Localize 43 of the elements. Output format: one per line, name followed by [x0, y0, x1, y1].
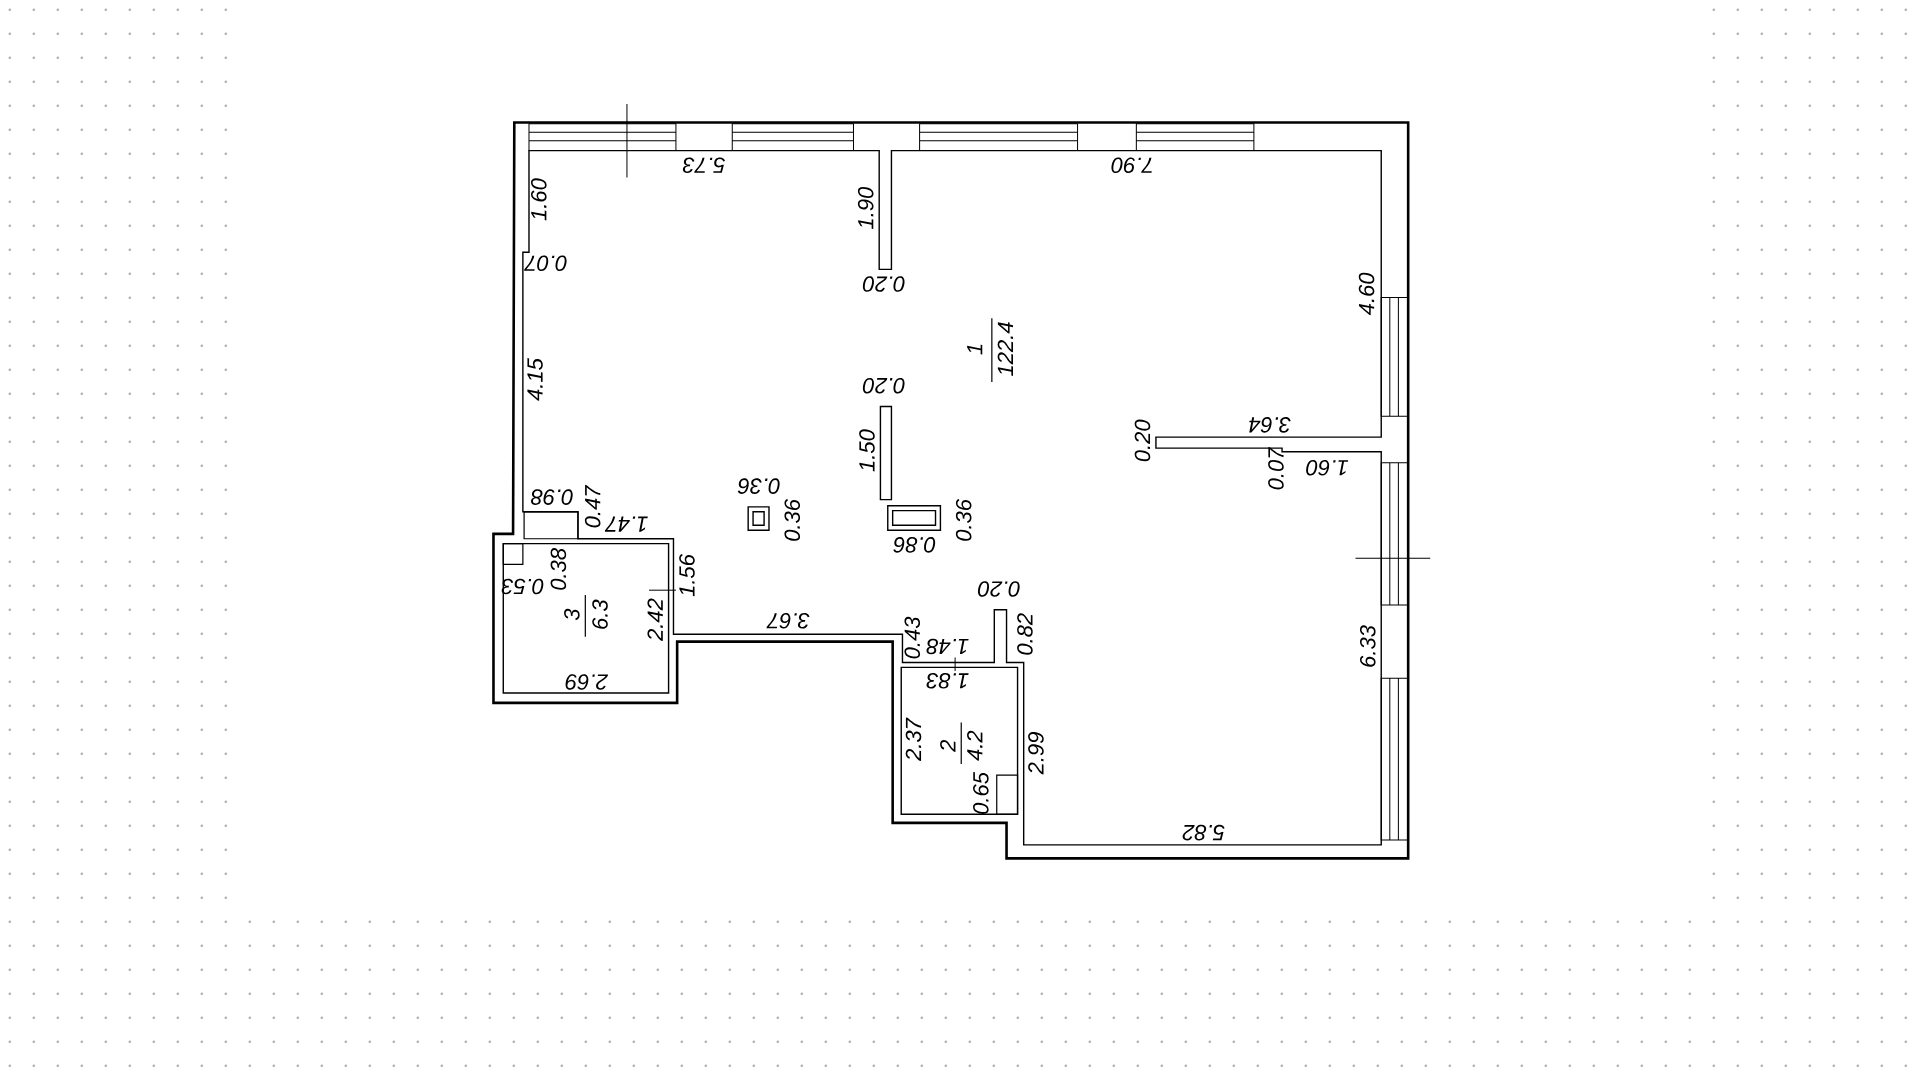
dimension-label: 0.82: [1017, 613, 1033, 655]
dimension-label: 6.33: [1360, 625, 1376, 667]
dimension-label: 0.36: [955, 499, 972, 541]
room-label: 4.2: [967, 730, 983, 761]
dimension-label: 1.48: [926, 638, 969, 655]
dimension-label: 1.47: [604, 516, 648, 532]
dimension-label: 1.56: [679, 554, 695, 597]
room-label: 1: [967, 344, 983, 355]
dimension-label: 0.43: [904, 616, 921, 659]
dimension-label: 1.83: [926, 673, 969, 689]
dimension-label: 1.50: [859, 429, 875, 472]
room-label: 6.3: [592, 599, 608, 629]
dimension-label: 0.53: [501, 578, 544, 595]
dimension-label: 2.37: [905, 717, 922, 762]
dimension-label: 4.60: [1358, 272, 1375, 316]
dimension-label: 0.36: [737, 478, 780, 494]
dimension-label: 1.60: [1306, 459, 1349, 476]
dimension-label: 4.15: [527, 358, 543, 401]
dimension-label: 0.36: [784, 499, 801, 541]
dimension-label: 2.42: [647, 598, 663, 642]
dimension-label: 1.60: [531, 178, 547, 221]
room-label: 122.4: [997, 322, 1013, 376]
dimension-label: 0.38: [550, 548, 567, 590]
dimension-label: 0.20: [977, 581, 1020, 597]
dimension-label: 0.20: [862, 276, 905, 292]
dimension-label: 0.47: [584, 484, 601, 528]
dimension-label: 5.82: [1182, 824, 1225, 841]
dimension-label: 0.07: [1268, 446, 1284, 490]
room-label: 3: [564, 608, 580, 621]
dimension-label: 2.69: [565, 674, 609, 690]
dimension-label: 0.98: [530, 489, 573, 505]
room-label: 2: [940, 739, 956, 752]
dimension-label: 3.64: [1249, 417, 1291, 433]
dimension-label: 7.90: [1111, 157, 1152, 174]
dimension-label: 0.86: [893, 537, 936, 553]
dimension-label: 2.99: [1028, 732, 1044, 775]
dimension-label: 0.20: [862, 377, 905, 394]
dimension-label: 0.65: [973, 772, 989, 814]
dimension-label: 1.90: [857, 186, 874, 229]
dimension-label: 0.20: [1134, 419, 1151, 462]
dimension-label: 5.73: [682, 157, 725, 174]
dimension-label: 3.67: [766, 613, 810, 629]
dimension-label: 0.07: [524, 255, 567, 272]
